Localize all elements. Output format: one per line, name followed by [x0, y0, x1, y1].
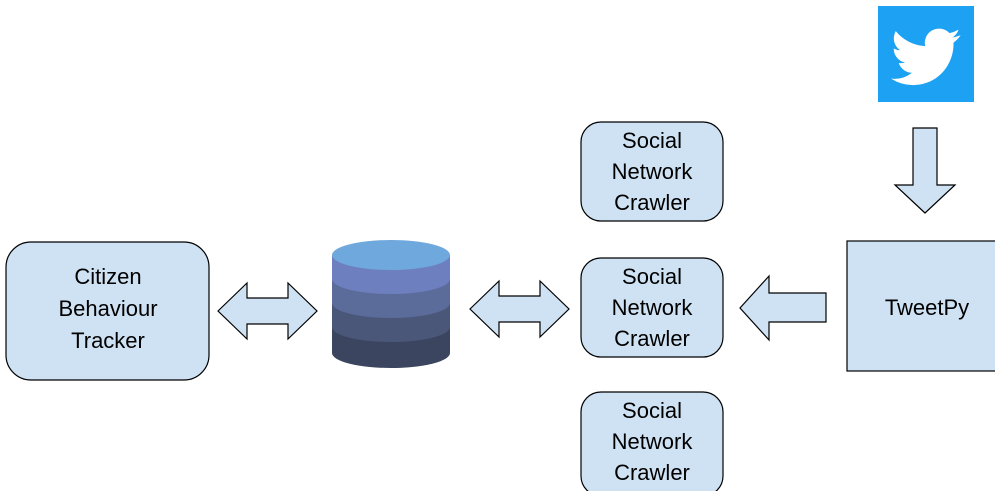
crawler-bottom-line-2: Network	[612, 429, 694, 454]
citizen-behaviour-tracker-node: Citizen Behaviour Tracker	[5, 241, 210, 381]
tweetpy-node: TweetPy	[846, 240, 995, 372]
crawler-bottom-line-1: Social	[622, 398, 682, 423]
crawler-node-middle: Social Network Crawler	[580, 257, 724, 358]
database-icon	[332, 240, 450, 368]
arrow-twitter-to-tweetpy	[893, 127, 957, 214]
crawler-mid-line-1: Social	[622, 264, 682, 289]
crawler-top-line-3: Crawler	[614, 190, 690, 215]
crawler-bottom-line-3: Crawler	[614, 460, 690, 485]
arrow-tweetpy-to-crawler	[739, 274, 827, 342]
crawler-mid-line-2: Network	[612, 295, 694, 320]
tracker-line-1: Citizen	[74, 264, 141, 289]
tracker-line-2: Behaviour	[58, 296, 157, 321]
crawler-top-line-1: Social	[622, 128, 682, 153]
arrow-database-crawler	[469, 279, 570, 339]
crawler-mid-line-3: Crawler	[614, 326, 690, 351]
crawler-top-line-2: Network	[612, 159, 694, 184]
tweetpy-label: TweetPy	[885, 295, 969, 320]
tracker-line-3: Tracker	[71, 328, 145, 353]
crawler-node-bottom: Social Network Crawler	[580, 391, 724, 491]
twitter-logo-icon	[878, 6, 974, 102]
arrow-tracker-database	[217, 281, 318, 341]
crawler-node-top: Social Network Crawler	[580, 121, 724, 222]
